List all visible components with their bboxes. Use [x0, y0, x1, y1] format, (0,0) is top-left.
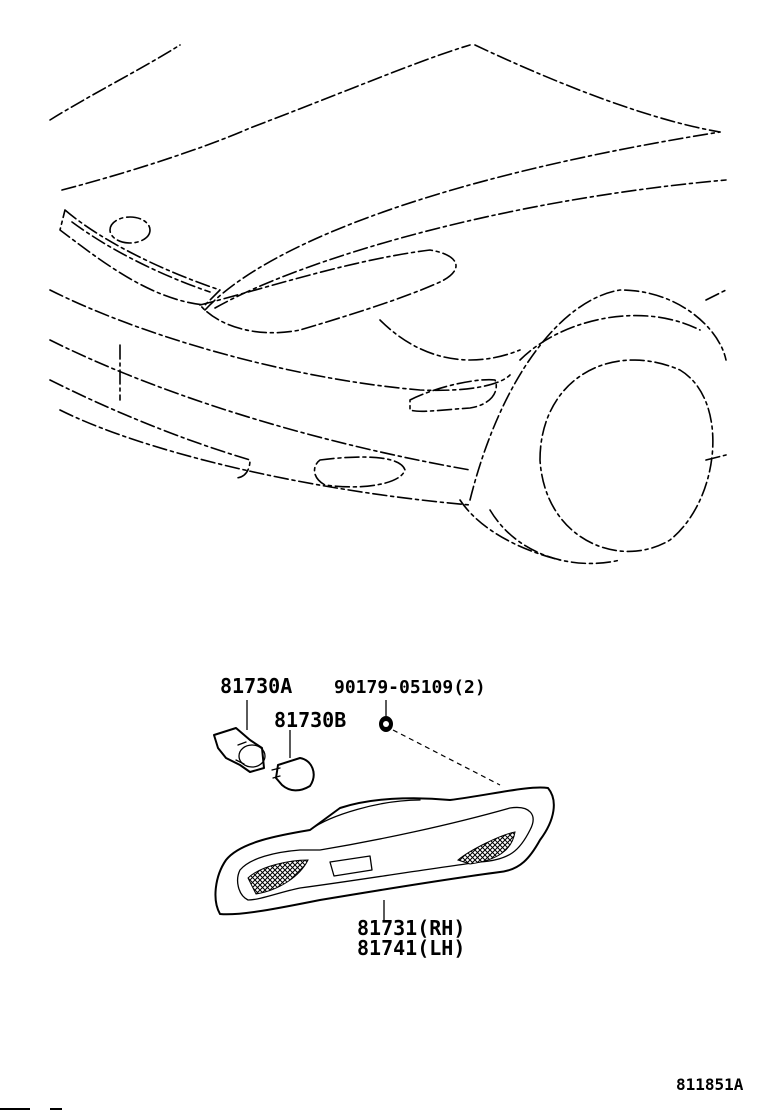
- socket-part: [213, 727, 266, 773]
- figure-code: 811851A: [676, 1075, 744, 1094]
- label-lamp-lh: 81741(LH): [357, 936, 465, 960]
- label-lamp-rh: 81731(RH): [357, 916, 465, 940]
- screw-part: [379, 716, 393, 732]
- label-screw: 90179-05109(2): [334, 677, 486, 698]
- bulb-part: [271, 757, 315, 792]
- label-bulb: 81730B: [274, 708, 346, 732]
- label-socket: 81730A: [220, 674, 292, 698]
- screw-fastening-line: [392, 729, 501, 786]
- side-marker-lamp-part: [214, 786, 555, 916]
- car-front-outline: [49, 44, 727, 565]
